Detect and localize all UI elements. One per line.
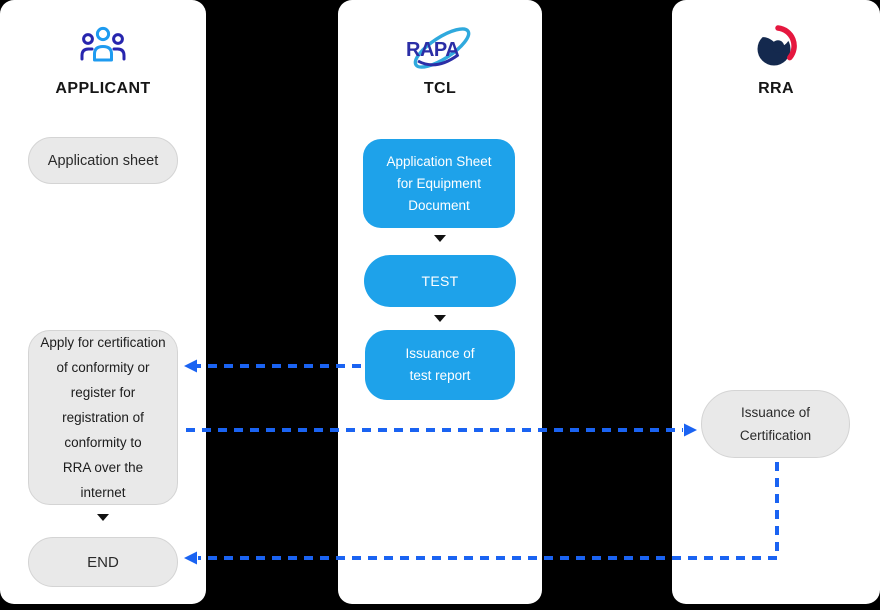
test-node: TEST — [364, 255, 516, 307]
down-arrow-icon — [434, 235, 446, 242]
rra-title: RRA — [758, 80, 794, 97]
rapa-logo: RAPA — [338, 23, 542, 73]
applicant-card: APPLICANT Application sheet Apply for ce… — [0, 0, 206, 604]
applicant-title: APPLICANT — [55, 80, 151, 97]
apply-for-certification-node: Apply for certification of conformity or… — [28, 330, 178, 505]
people-group-icon — [0, 26, 206, 64]
down-arrow-icon — [97, 514, 109, 521]
issuance-of-test-report-node: Issuance of test report — [365, 330, 515, 400]
application-sheet-node: Application sheet — [28, 137, 178, 184]
application-sheet-for-equipment-node: Application Sheet for Equipment Document — [363, 139, 515, 228]
end-node: END — [28, 537, 178, 587]
down-arrow-icon — [434, 315, 446, 322]
korea-government-emblem — [672, 25, 880, 69]
rapa-logo-text: RAPA — [406, 39, 459, 61]
tcl-card: RAPA TCL Application Sheet for Equipment… — [338, 0, 542, 604]
issuance-of-certification-node: Issuance of Certification — [701, 390, 850, 458]
arrow-test-report-to-apply — [184, 359, 361, 373]
rra-card: RRA Issuance of Certification — [672, 0, 880, 604]
tcl-title: TCL — [423, 80, 457, 97]
